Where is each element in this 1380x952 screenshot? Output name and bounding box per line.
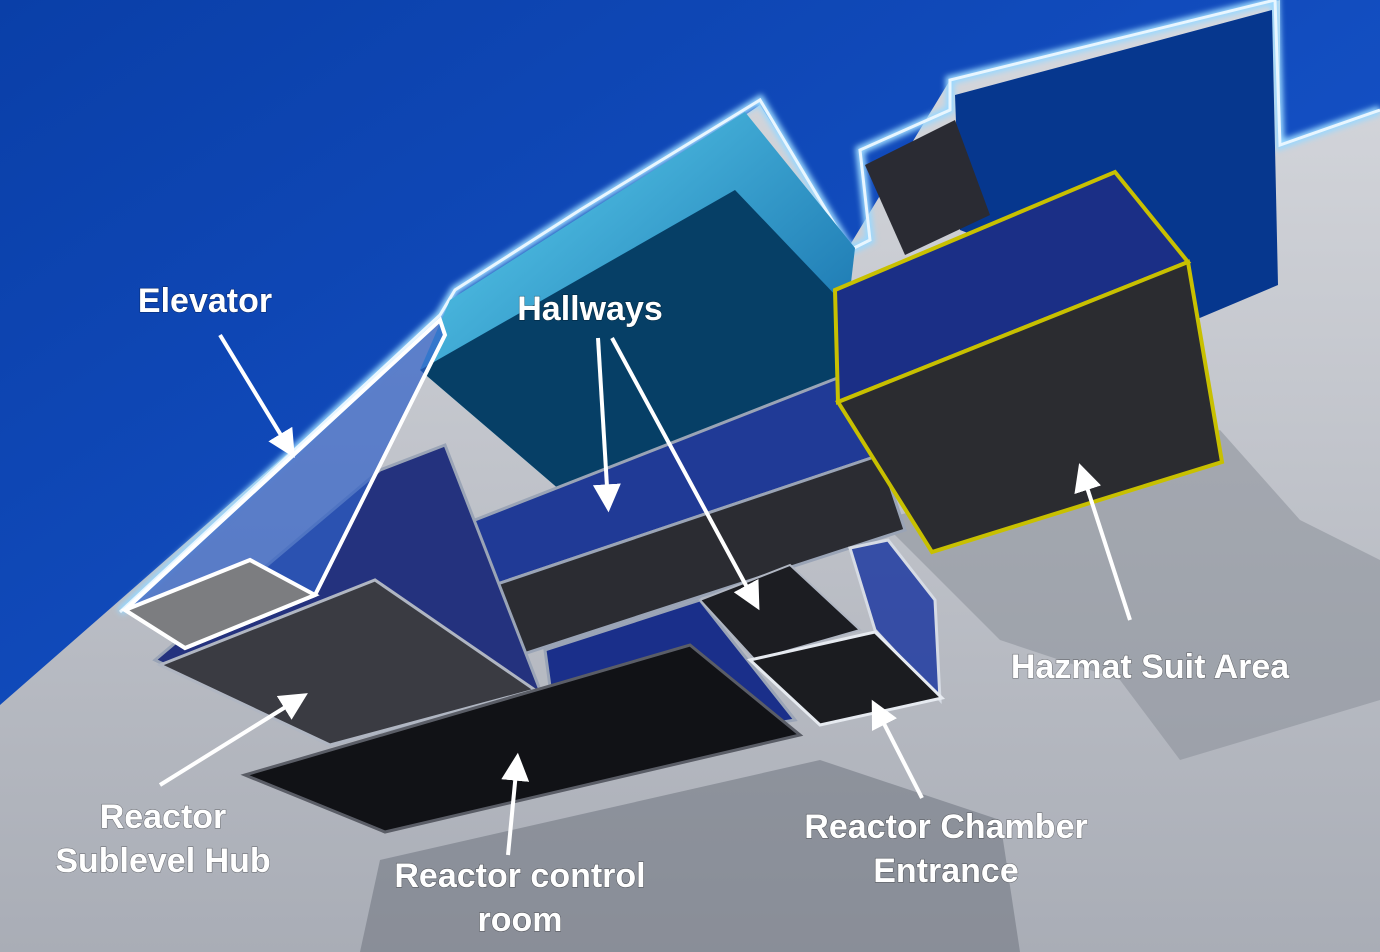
label-chamber-line2: Entrance bbox=[873, 852, 1019, 890]
arrow-control-room bbox=[501, 752, 530, 856]
arrow-chamber bbox=[871, 699, 924, 799]
structure-outline bbox=[118, 0, 1380, 614]
back-block-side bbox=[865, 120, 990, 255]
arrow-hallways-right bbox=[610, 337, 760, 611]
label-hallways: Hallways bbox=[517, 290, 663, 328]
arrow-hazmat bbox=[1074, 463, 1132, 621]
label-hub-line2: Sublevel Hub bbox=[55, 842, 270, 880]
elevator-base bbox=[120, 557, 320, 651]
arrow-hub bbox=[158, 693, 308, 787]
control-room-box bbox=[240, 643, 804, 834]
arrow-hallways-left bbox=[592, 337, 621, 513]
label-hub-line1: Reactor bbox=[100, 798, 227, 836]
hazmat-box-face bbox=[835, 259, 1225, 555]
arrow-elevator bbox=[218, 333, 295, 458]
label-control-line1: Reactor control bbox=[394, 857, 645, 895]
label-elevator: Elevator bbox=[138, 282, 272, 320]
teal-block-face bbox=[420, 190, 840, 490]
label-chamber-line1: Reactor Chamber bbox=[804, 808, 1087, 846]
label-control-line2: room bbox=[478, 901, 563, 939]
ground-shadow-lower bbox=[360, 760, 1020, 952]
chamber-frame bbox=[848, 538, 942, 705]
label-hazmat: Hazmat Suit Area bbox=[1011, 648, 1290, 686]
